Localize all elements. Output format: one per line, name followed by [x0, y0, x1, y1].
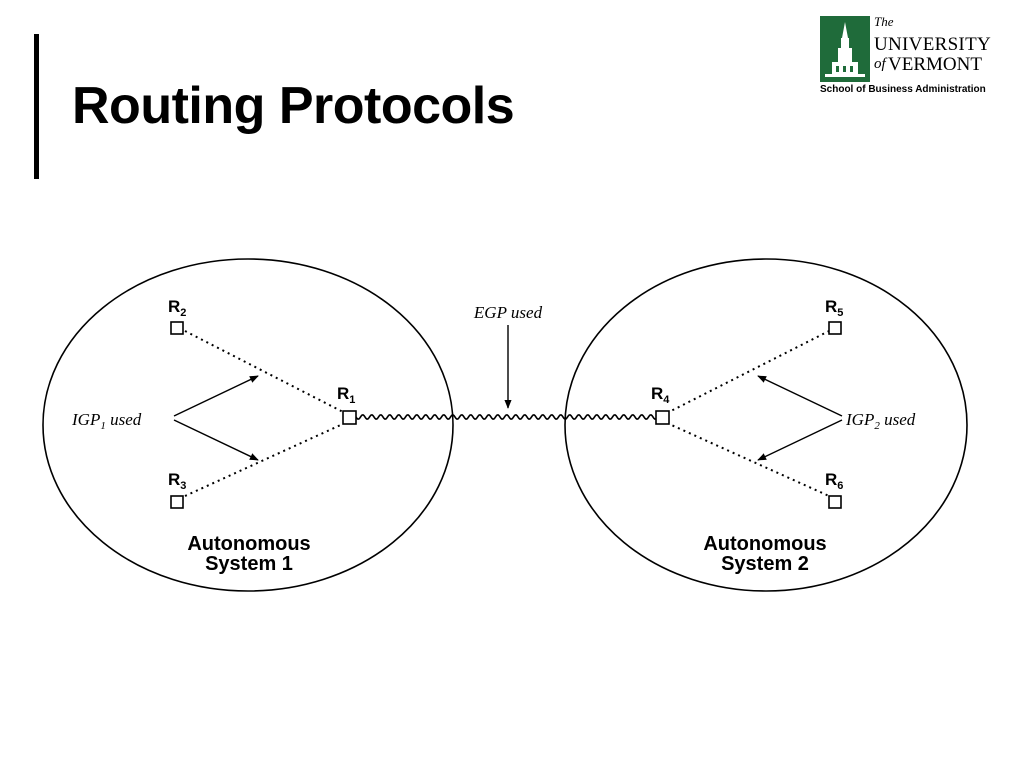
router-r4-label: R4	[651, 384, 670, 406]
router-r1-label: R1	[337, 384, 355, 406]
university-seal-icon	[820, 16, 870, 82]
as1-label-line1: Autonomous	[187, 533, 310, 555]
router-r3-icon	[170, 495, 184, 509]
university-logo: The UNIVERSITY of VERMONT School of Busi…	[818, 14, 1000, 98]
link-r4-r6	[666, 422, 830, 497]
logo-the-text: The	[874, 14, 894, 29]
router-r4-icon	[655, 410, 670, 425]
igp1-arrow-lower	[173, 419, 259, 461]
router-r6-label: R6	[825, 470, 843, 492]
router-r5-label: R5	[825, 297, 843, 319]
autonomous-system-1-boundary	[42, 258, 454, 592]
egp-label: EGP used	[473, 303, 543, 322]
as2-label-line2: System 2	[721, 553, 809, 575]
router-r2-icon	[170, 321, 184, 335]
logo-vermont-text: VERMONT	[888, 54, 982, 75]
igp2-label: IGP2 used	[845, 410, 916, 432]
as2-label-line1: Autonomous	[703, 533, 826, 555]
router-r5-icon	[828, 321, 842, 335]
slide-title: Routing Protocols	[72, 77, 515, 135]
link-r4-r5	[666, 330, 830, 414]
as1-label-line2: System 1	[205, 553, 293, 575]
link-r2-r1	[184, 330, 346, 414]
igp1-arrow-upper	[173, 375, 259, 417]
igp2-arrow-lower	[757, 419, 843, 461]
logo-school-text: School of Business Administration	[820, 84, 986, 95]
egp-link-r1-r4	[355, 413, 657, 421]
logo-of-text: of	[874, 56, 886, 72]
logo-university-text: UNIVERSITY	[874, 34, 991, 55]
router-r6-icon	[828, 495, 842, 509]
title-accent-bar	[34, 34, 39, 179]
igp1-label: IGP1 used	[71, 410, 142, 432]
autonomous-system-2-boundary	[564, 258, 968, 592]
router-r2-label: R2	[168, 297, 186, 319]
link-r3-r1	[184, 422, 346, 497]
router-r1-icon	[342, 410, 357, 425]
igp2-arrow-upper	[757, 375, 843, 417]
router-r3-label: R3	[168, 470, 186, 492]
